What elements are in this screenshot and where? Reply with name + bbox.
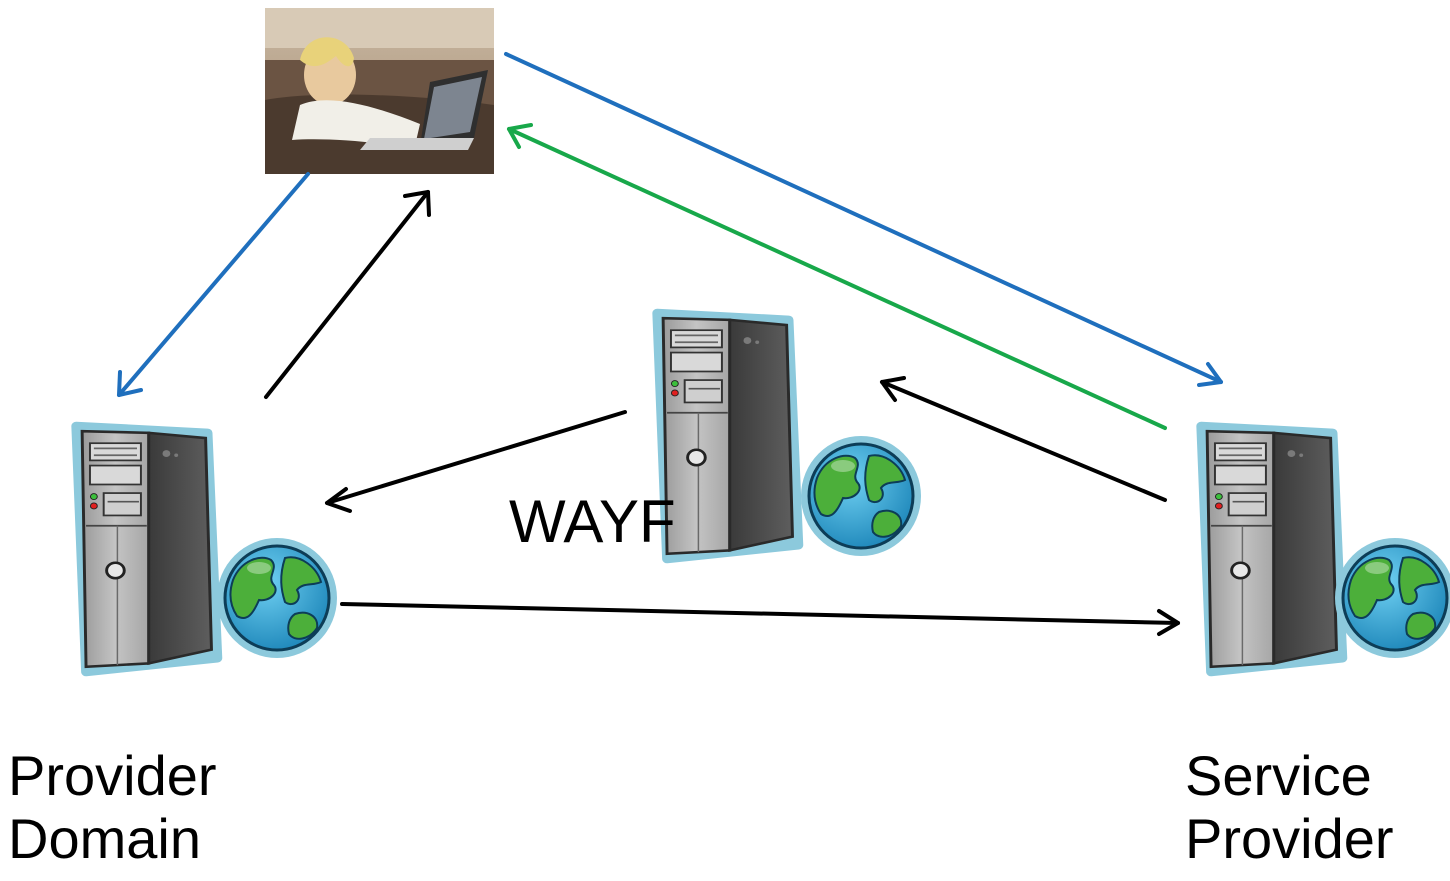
arrow-service-provider-to-user xyxy=(507,123,1167,430)
arrow-provider-domain-to-user xyxy=(264,190,431,399)
server-icon xyxy=(76,426,217,672)
service-provider-label-line-1: Service xyxy=(1185,744,1372,807)
service-provider-label-line-2: Provider xyxy=(1185,806,1394,870)
service-provider-label: Service Provider xyxy=(1185,744,1394,870)
provider-domain-label-line-2: Domain xyxy=(8,806,201,870)
provider-domain-server xyxy=(76,426,339,672)
globe-icon xyxy=(1333,536,1450,660)
wayf-label: WAYF xyxy=(509,488,676,555)
user-photo xyxy=(265,8,494,174)
arrow-wayf-to-provider-domain xyxy=(325,410,627,513)
provider-domain-label: Provider Domain xyxy=(8,744,217,870)
provider-domain-label-line-1: Provider xyxy=(8,744,217,807)
arrow-user-to-provider-domain xyxy=(117,172,310,397)
service-provider-server xyxy=(1201,426,1450,672)
wayf-server xyxy=(657,313,923,559)
server-icon xyxy=(657,313,798,559)
server-icon xyxy=(1201,426,1342,672)
globe-icon xyxy=(799,434,923,558)
arrow-user-to-service-provider xyxy=(504,52,1223,387)
arrow-provider-domain-to-service-provider xyxy=(340,602,1180,636)
arrow-service-provider-to-wayf xyxy=(880,376,1167,502)
globe-icon xyxy=(215,536,339,660)
